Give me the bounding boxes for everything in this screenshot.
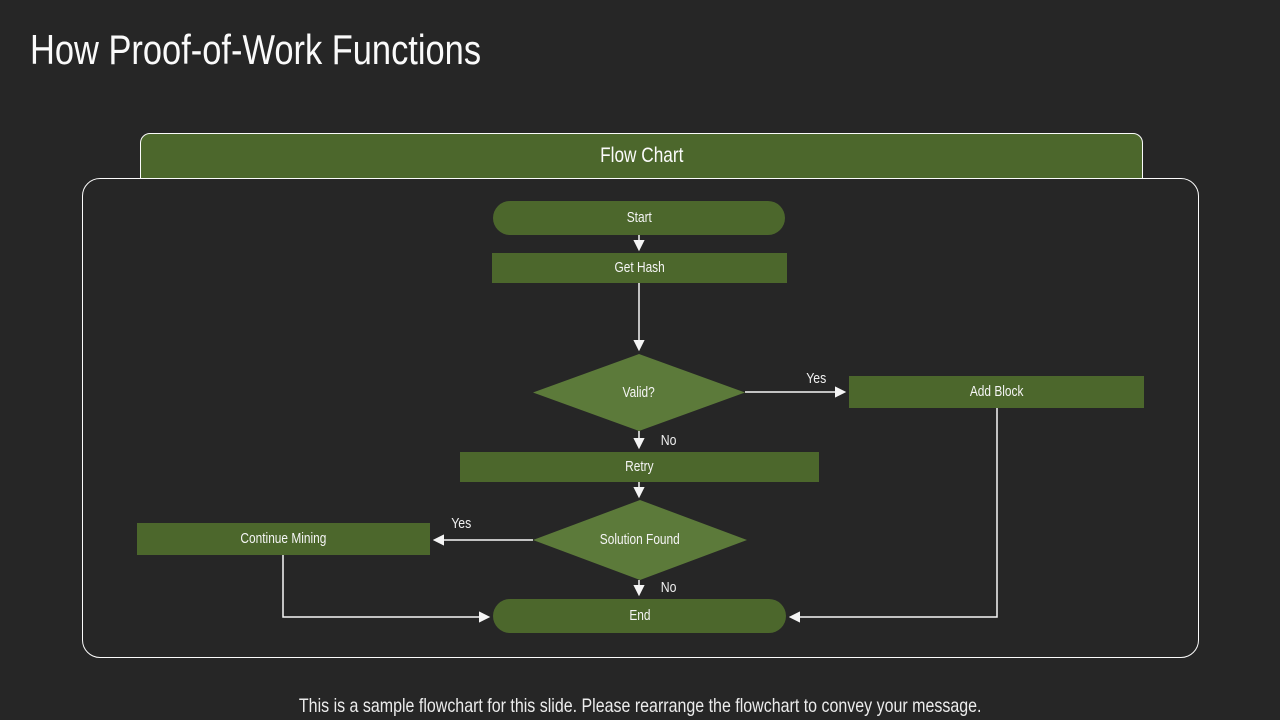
page-title: How Proof-of-Work Functions [30,26,580,74]
node-add-block-label: Add Block [969,384,1024,400]
slide-caption-text: This is a sample flowchart for this slid… [298,695,982,717]
node-get-hash: Get Hash [492,253,787,283]
edge-label-valid-no: No [661,432,677,449]
node-continue-mining-label: Continue Mining [240,531,327,547]
node-end: End [493,599,786,633]
flowchart-header-label: Flow Chart [599,144,684,167]
page-title-text: How Proof-of-Work Functions [30,26,482,73]
edge-label-solution-no: No [661,579,677,596]
node-add-block: Add Block [849,376,1144,408]
edge-label-solution-yes: Yes [450,515,472,532]
node-end-label: End [628,608,651,624]
flowchart-header: Flow Chart [140,133,1143,179]
node-start: Start [493,201,785,235]
node-valid-label: Valid? [622,384,656,401]
node-get-hash-label: Get Hash [614,260,665,276]
node-continue-mining: Continue Mining [137,523,430,555]
edge-label-valid-yes: Yes [805,370,827,387]
node-start-label: Start [626,210,652,226]
node-solution-found-label: Solution Found [599,532,680,548]
node-retry-label: Retry [625,459,654,475]
slide-caption: This is a sample flowchart for this slid… [0,695,1280,718]
node-retry: Retry [460,452,819,482]
